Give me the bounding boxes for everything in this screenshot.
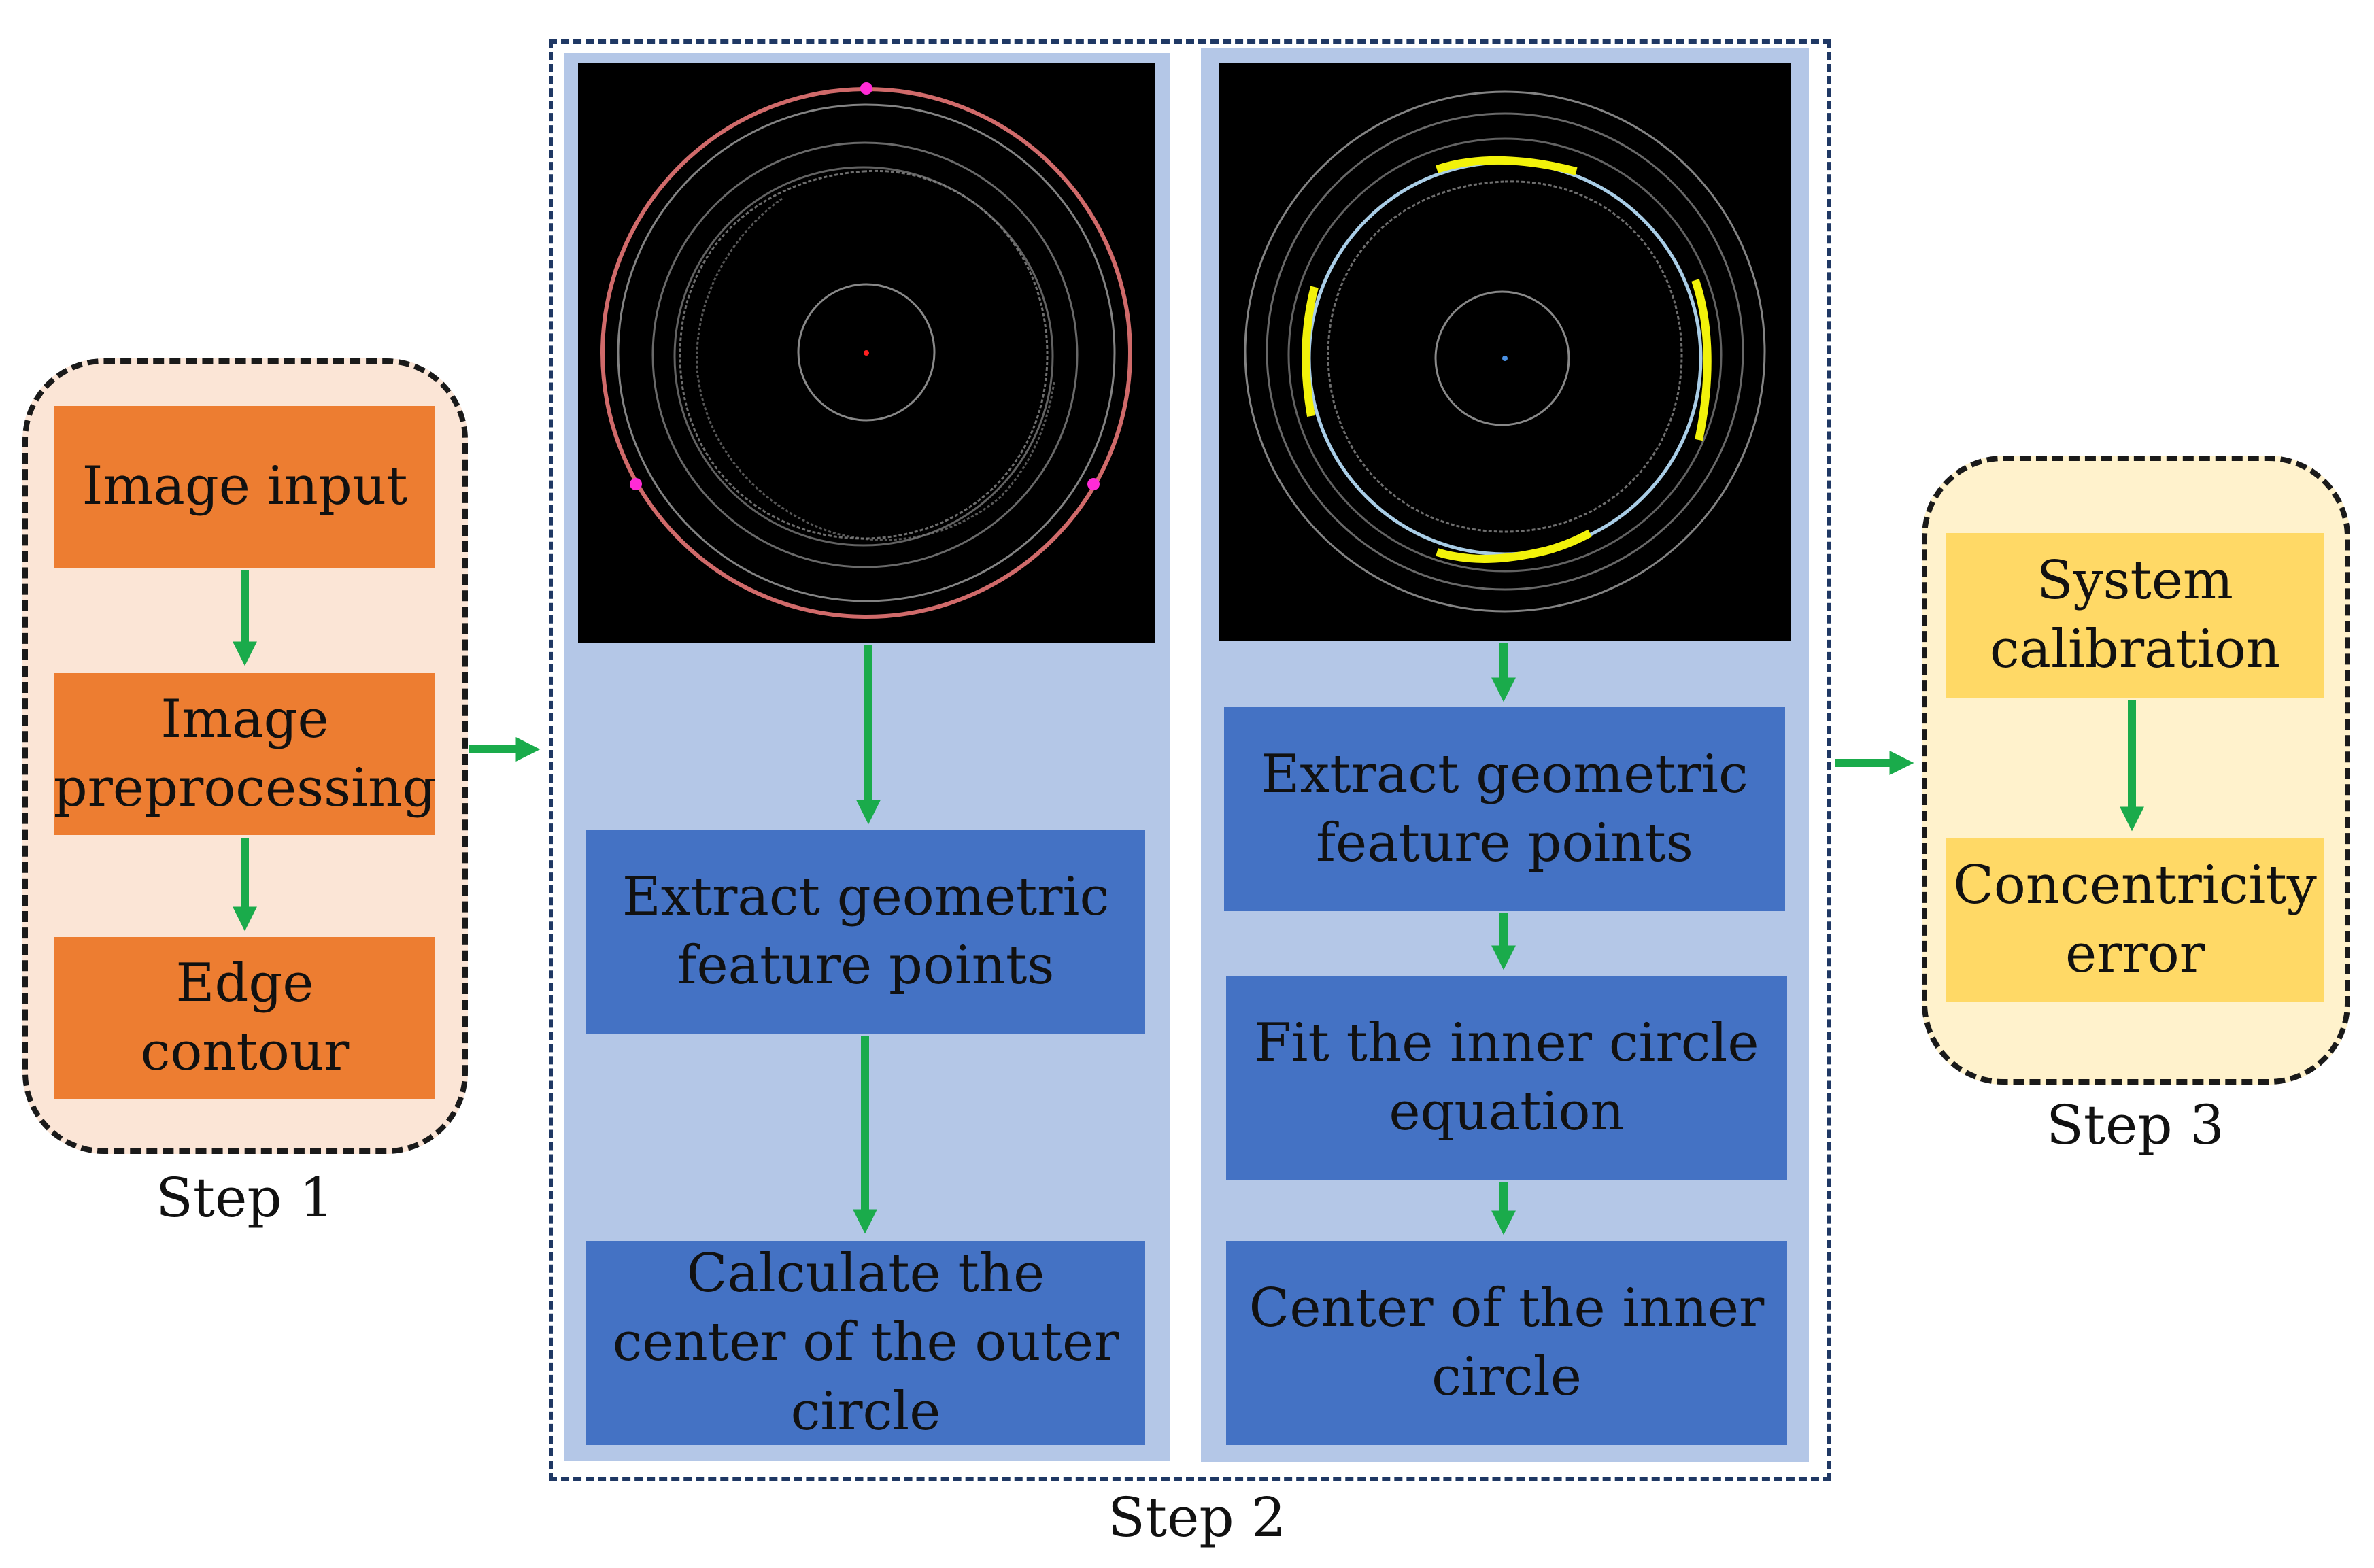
feature-point-top	[860, 82, 872, 95]
inner-fit-circle-equation-box: Fit the inner circle equation	[1226, 976, 1787, 1180]
step1-edge-contour-box: Edge contour	[54, 937, 435, 1099]
inner-circle-detection-image	[1219, 63, 1791, 641]
outer-circle-detection-image	[578, 63, 1155, 643]
feature-point-right	[1087, 478, 1100, 490]
inner-edge-points-bottom	[1436, 529, 1592, 563]
step1-image-input-box: Image input	[54, 406, 435, 568]
step3-system-calibration-box: System calibration	[1946, 533, 2324, 698]
step1-image-preprocessing-box: Image preprocessing	[54, 673, 436, 835]
inner-edge-points-top	[1436, 156, 1578, 175]
step3-concentricity-error-box: Concentricity error	[1946, 838, 2324, 1002]
inner-edge-points-right	[1691, 279, 1712, 441]
step2-label: Step 2	[1108, 1486, 1286, 1549]
inner-circle-center-point	[1502, 356, 1508, 361]
outer-extract-feature-points-box: Extract geometric feature points	[586, 830, 1145, 1034]
outer-calculate-center-box: Calculate the center of the outer circle	[586, 1241, 1145, 1445]
step1-label: Step 1	[156, 1166, 334, 1229]
inner-edge-points-left	[1302, 286, 1319, 417]
outer-circle-center-point	[864, 350, 869, 356]
step3-label: Step 3	[2046, 1093, 2224, 1157]
inner-extract-feature-points-box: Extract geometric feature points	[1224, 707, 1785, 911]
inner-circle-center-box: Center of the inner circle	[1226, 1241, 1787, 1445]
outer-circle-detection-graphic	[600, 82, 1132, 619]
feature-point-left	[630, 478, 642, 490]
inner-circle-detection-graphic	[1244, 90, 1766, 613]
step2-group	[549, 39, 1831, 1481]
